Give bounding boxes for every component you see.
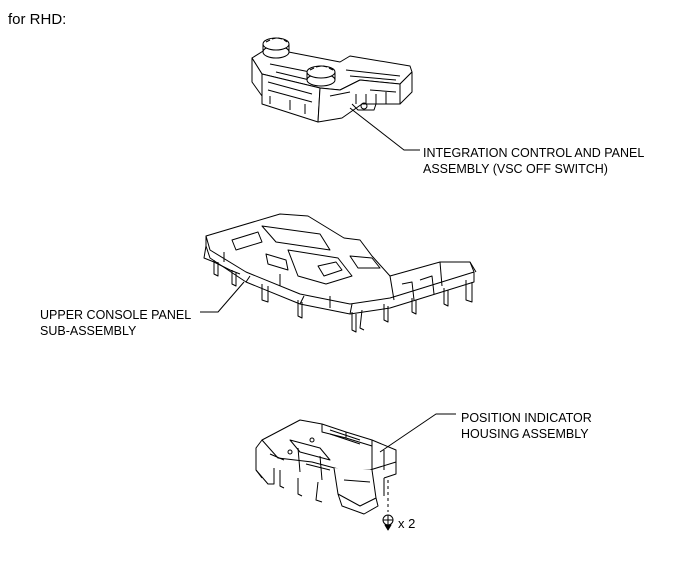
label-upper-line1: UPPER CONSOLE PANEL	[40, 308, 192, 322]
leader-line-position-indicator	[379, 413, 456, 453]
label-position-indicator: POSITION INDICATOR HOUSING ASSEMBLY	[461, 410, 592, 442]
upper-console-panel-part	[203, 213, 477, 333]
clip-quantity-label: x 2	[398, 516, 416, 531]
leader-line-integration	[349, 107, 420, 151]
leader-line-upper-console	[200, 281, 245, 313]
integration-control-panel-part	[251, 37, 413, 123]
label-upper-console-panel: UPPER CONSOLE PANEL SUB-ASSEMBLY	[40, 307, 191, 339]
clip-icon	[382, 514, 394, 531]
position-indicator-housing-part	[255, 419, 397, 515]
label-upper-line2: SUB-ASSEMBLY	[40, 324, 137, 338]
label-integration-control: INTEGRATION CONTROL AND PANEL ASSEMBLY (…	[423, 145, 644, 177]
label-position-line2: HOUSING ASSEMBLY	[461, 427, 589, 441]
diagram-heading: for RHD:	[8, 11, 67, 28]
label-integration-line1: INTEGRATION CONTROL AND PANEL	[423, 146, 645, 160]
label-integration-line2: ASSEMBLY (VSC OFF SWITCH)	[423, 162, 608, 176]
label-position-line1: POSITION INDICATOR	[461, 411, 592, 425]
